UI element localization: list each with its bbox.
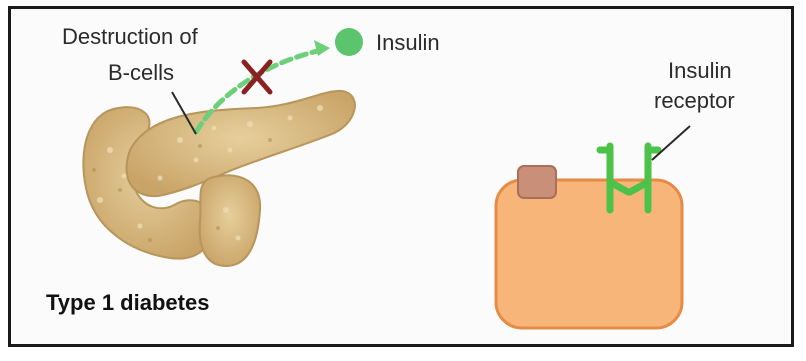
- destruction-label: Destruction of: [62, 24, 199, 49]
- cell-marker: [518, 166, 556, 198]
- insulin-label: Insulin: [376, 30, 440, 55]
- insulin-molecule-icon: [335, 28, 363, 56]
- receptor-label-line1: Insulin: [668, 58, 732, 83]
- b-cells-label: B-cells: [108, 60, 174, 85]
- cross-mark-icon: [244, 62, 270, 92]
- diagram-caption: Type 1 diabetes: [46, 290, 209, 315]
- pancreas-illustration: [83, 91, 355, 266]
- cell: [496, 180, 682, 328]
- receptor-pointer: [652, 126, 690, 160]
- receptor-label-line2: receptor: [654, 88, 735, 113]
